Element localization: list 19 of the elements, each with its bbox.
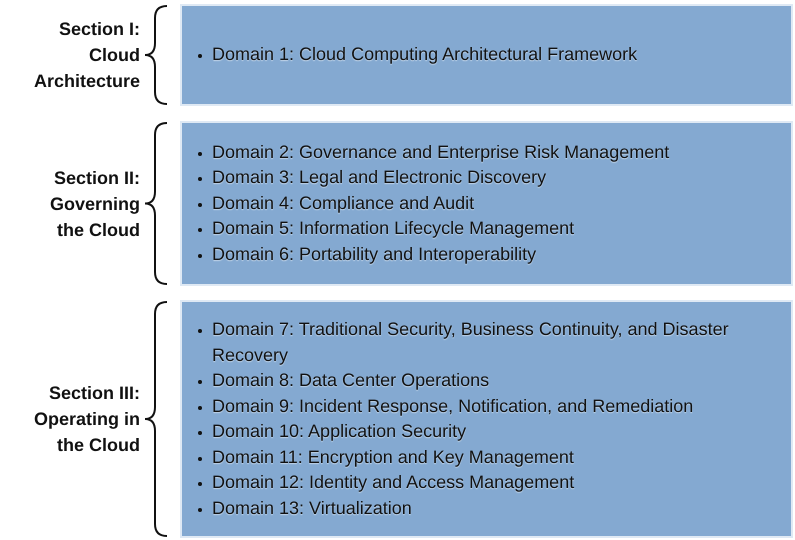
section-label: Section II: Governing the Cloud xyxy=(48,166,140,242)
domain-item: Domain 5: Information Lifecycle Management xyxy=(212,217,574,240)
domain-item: Domain 2: Governance and Enterprise Risk Management xyxy=(212,140,670,164)
domain-item: Domain 3: Legal and Electronic Discovery xyxy=(212,166,546,190)
domain-item: Domain 13: Virtualization xyxy=(212,496,412,520)
section-label: Section I: Cloud Architecture xyxy=(32,18,140,93)
section-label: Section III: Operating in the Cloud xyxy=(32,382,140,457)
domain-item: Domain 9: Incident Response, Notification, and Remediation xyxy=(212,394,694,418)
section-panel xyxy=(180,4,793,106)
domain-item: Domain 6: Portability and Interoperability xyxy=(212,242,536,266)
domain-item: Domain 10: Application Security xyxy=(212,420,466,443)
domain-item: Domain 7: Traditional Security, Business Continuity, and Disaster Recovery xyxy=(212,318,730,367)
domain-item: Domain 12: Identity and Access Management xyxy=(212,471,574,494)
section-panel xyxy=(180,121,793,286)
domain-item: Domain 11: Encryption and Key Management xyxy=(212,446,574,469)
domain-item: Domain 1: Cloud Computing Architectural Framework xyxy=(212,43,638,66)
domain-item: Domain 4: Compliance and Audit xyxy=(212,192,474,215)
section-panel xyxy=(180,300,793,538)
domain-item: Domain 8: Data Center Operations xyxy=(212,369,490,392)
